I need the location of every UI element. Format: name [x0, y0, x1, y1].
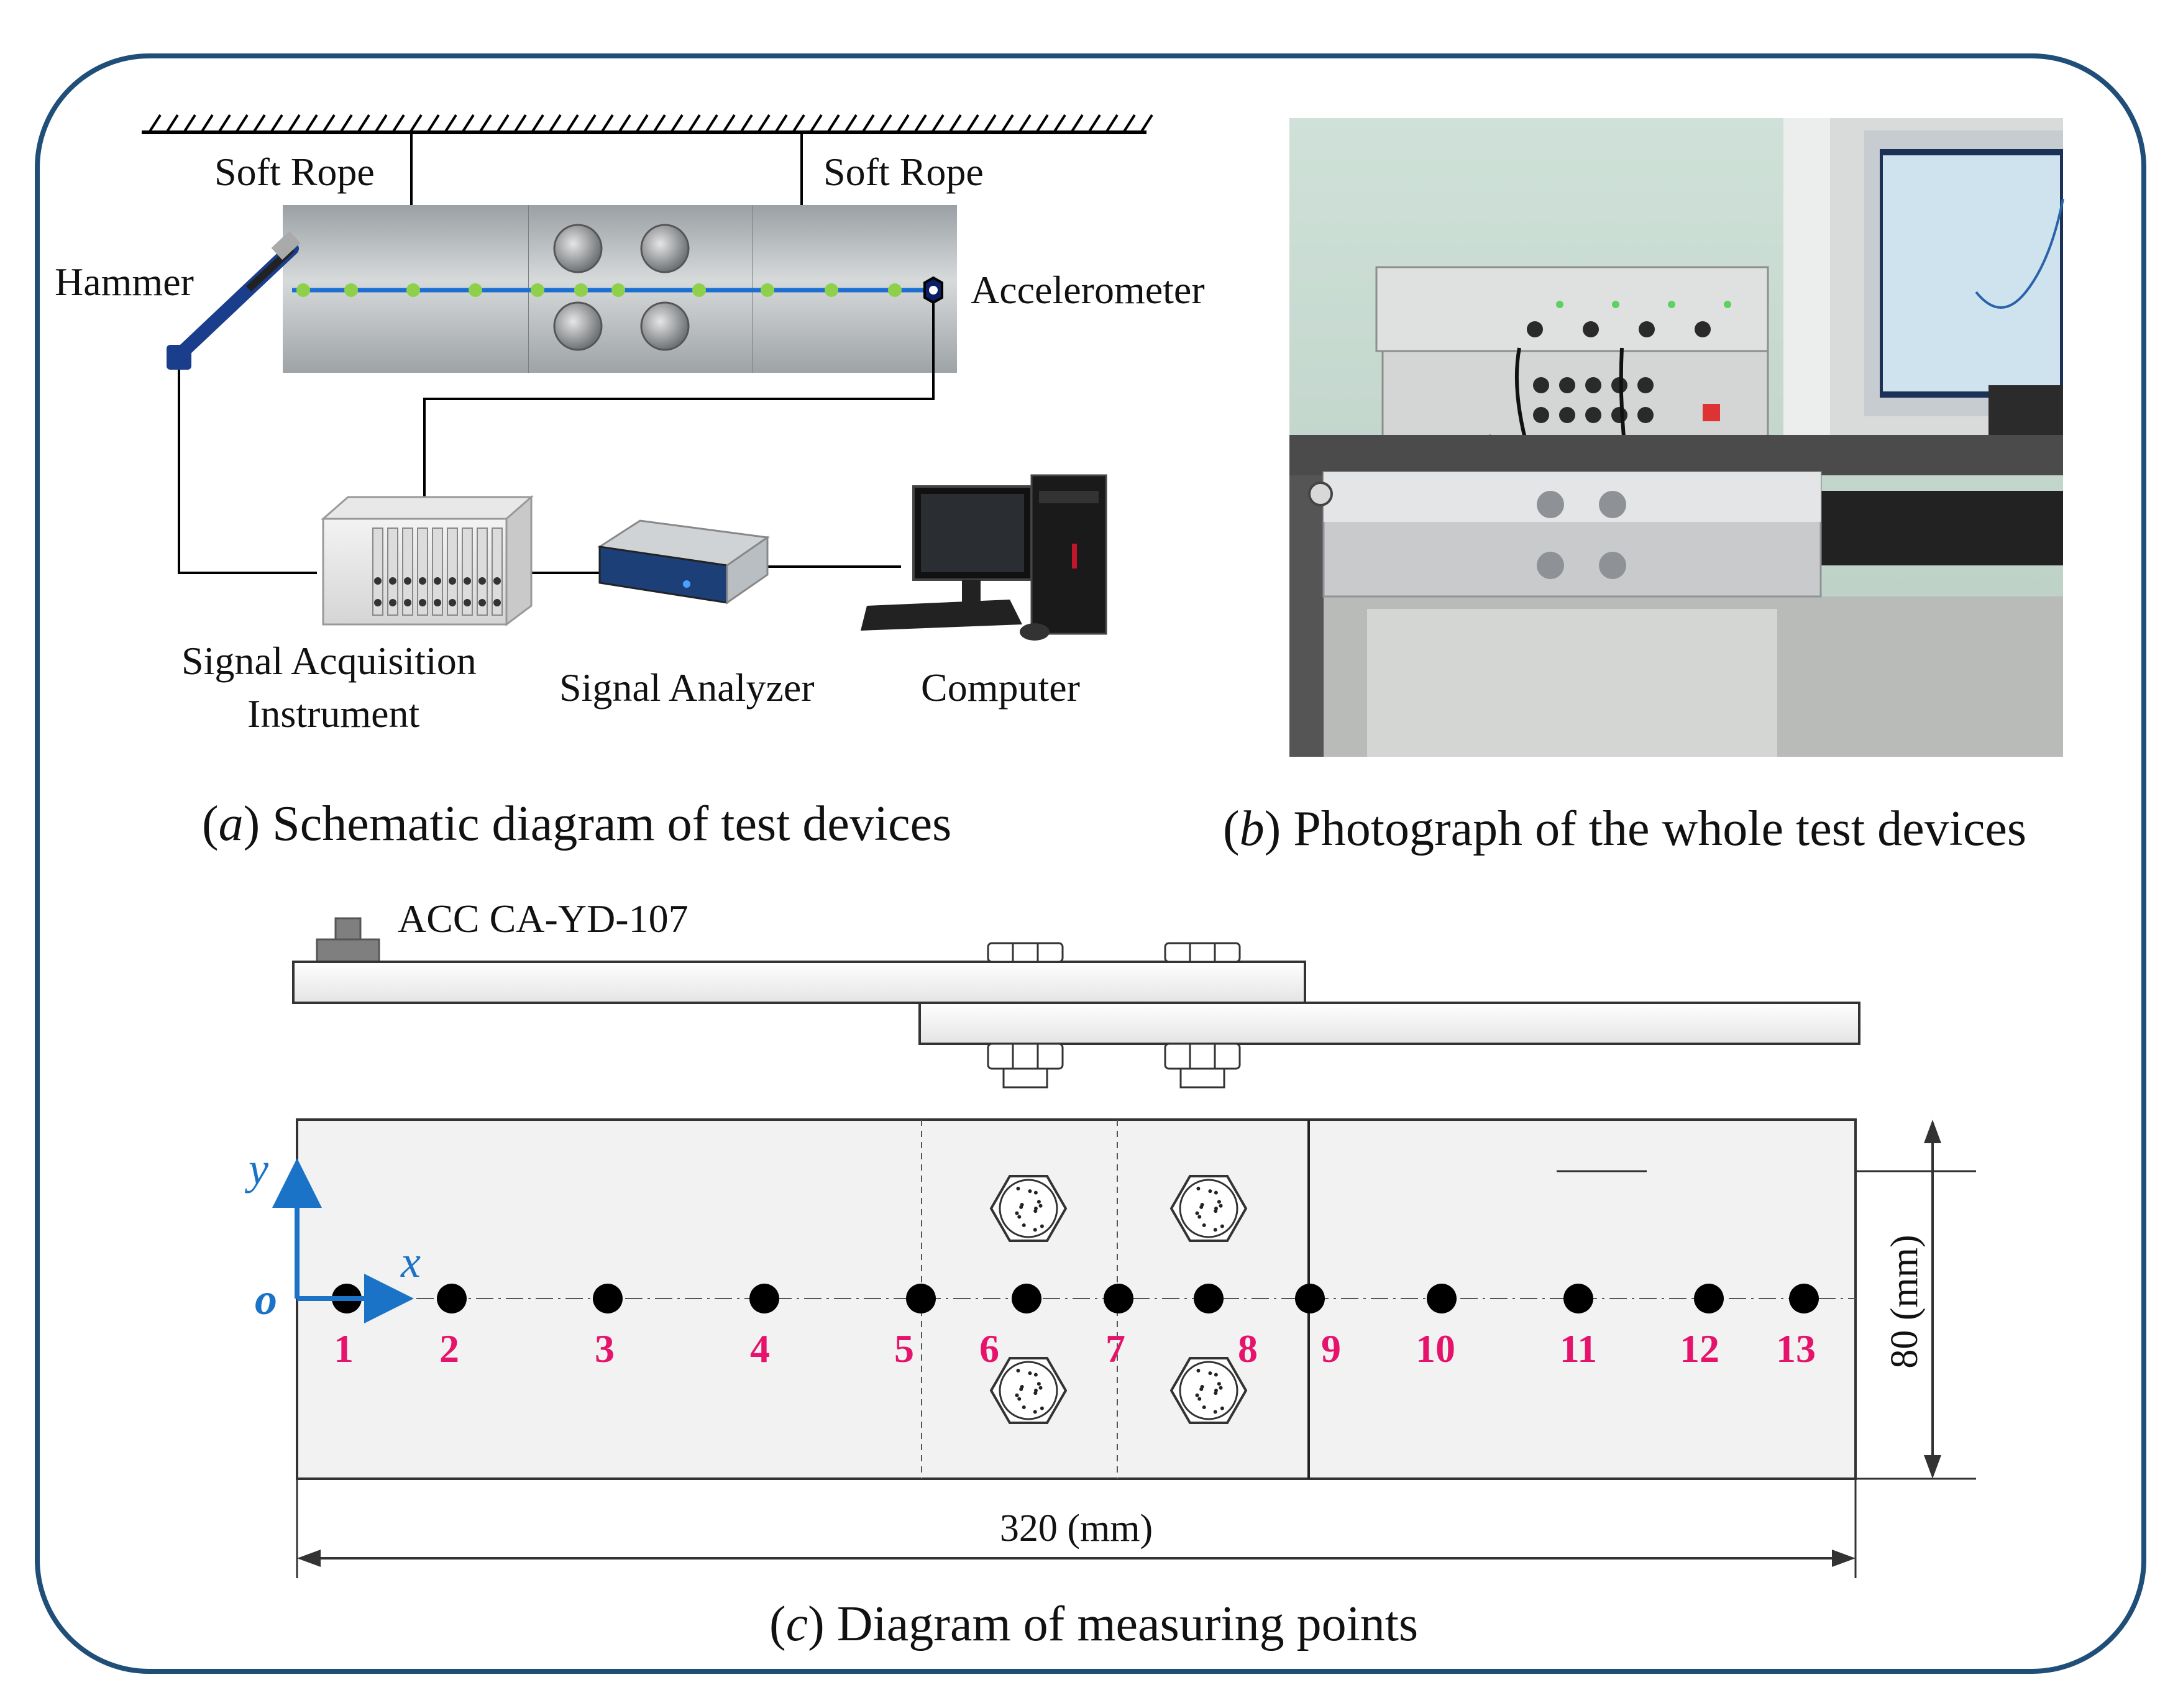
- measuring-point-label-6: 6: [979, 1327, 999, 1371]
- panel-b-photograph: (b) Photograph of the whole test devices: [1223, 118, 2064, 856]
- caption-c-text: Diagram of measuring points: [825, 1597, 1418, 1651]
- caption-a: (a) Schematic diagram of test devices: [202, 797, 951, 851]
- test-beam-plate: [283, 205, 957, 373]
- measuring-point-label-3: 3: [595, 1327, 615, 1371]
- photo-table: [1289, 435, 2063, 475]
- side-bolt-nut: [1164, 1043, 1241, 1070]
- coordinate-axes: y x o: [244, 1144, 421, 1324]
- measuring-point-label-11: 11: [1560, 1327, 1597, 1371]
- axis-y-label: y: [244, 1144, 268, 1194]
- axis-x-label: x: [400, 1237, 421, 1287]
- measuring-point-label-5: 5: [894, 1327, 914, 1371]
- measuring-point-9: [1295, 1284, 1325, 1313]
- measuring-point-label-10: 10: [1416, 1327, 1455, 1371]
- sensor-model-label: ACC CA-YD-107: [398, 897, 689, 941]
- plate-bolt-heads: [553, 224, 690, 351]
- width-dimension-label: 320 (mm): [1000, 1507, 1153, 1550]
- computer-icon: [861, 474, 1107, 641]
- analyzer-label: Signal Analyzer: [559, 665, 815, 710]
- side-bolt-head: [1164, 942, 1241, 963]
- lower-plate-side: [918, 1002, 1860, 1045]
- accelerometer-cable: [423, 303, 935, 547]
- side-view: ACC CA-YD-107: [292, 897, 1860, 1089]
- measuring-point-label-9: 9: [1321, 1327, 1341, 1371]
- plate-sensor-dot: [469, 283, 482, 297]
- plate-sensor-dot: [692, 283, 706, 297]
- side-bolts: [987, 942, 1241, 1089]
- caption-c: (c) Diagram of measuring points: [769, 1597, 1418, 1651]
- caption-b: (b) Photograph of the whole test devices: [1223, 801, 2026, 856]
- upper-plate-side: [292, 961, 1306, 1004]
- soft-rope-left-label: Soft Rope: [214, 150, 375, 194]
- measuring-point-label-7: 7: [1105, 1327, 1125, 1371]
- width-dimension: 320 (mm): [296, 1479, 1857, 1578]
- measuring-point-label-12: 12: [1680, 1327, 1719, 1371]
- measuring-point-12: [1694, 1284, 1724, 1313]
- side-bolt-head: [987, 942, 1064, 963]
- measuring-point-10: [1427, 1284, 1457, 1313]
- caption-c-letter: c: [786, 1597, 808, 1651]
- measuring-point-6: [1012, 1284, 1041, 1313]
- photo-instruments: [1375, 266, 1769, 498]
- plate-sensor-dot: [574, 283, 588, 297]
- accelerometer-block-top: [334, 917, 362, 941]
- measuring-point-4: [749, 1284, 779, 1313]
- plate-sensor-dot: [611, 283, 625, 297]
- accelerometer-icon: [923, 276, 943, 304]
- plate-sensor-dot: [761, 283, 774, 297]
- daq-label-line2: Instrument: [247, 692, 420, 736]
- plate-sensor-points: [296, 283, 902, 297]
- measuring-point-11: [1563, 1284, 1593, 1313]
- measuring-point-2: [437, 1284, 467, 1313]
- panel-a-schematic: Soft Rope Soft Rope Accelerometer: [55, 114, 1205, 851]
- accelerometer-block-base: [316, 938, 380, 963]
- photo-beam: [1308, 471, 1822, 598]
- plate-sensor-dot: [296, 283, 310, 297]
- measuring-point-label-4: 4: [750, 1327, 770, 1371]
- signal-acquisition-instrument-icon: [321, 495, 534, 626]
- hammer-label: Hammer: [55, 260, 194, 304]
- measuring-point-3: [593, 1284, 623, 1313]
- plate-sensor-dot: [531, 283, 544, 297]
- measuring-point-label-2: 2: [439, 1327, 459, 1371]
- computer-label: Computer: [921, 665, 1080, 710]
- signal-analyzer-icon: [597, 519, 771, 605]
- plate-sensor-dot: [344, 283, 358, 297]
- measuring-point-8: [1194, 1284, 1224, 1313]
- soft-rope-right-label: Soft Rope: [823, 150, 984, 194]
- caption-b-text: Photograph of the whole test devices: [1281, 801, 2026, 856]
- measuring-point-5: [906, 1284, 936, 1313]
- plate-sensor-dot: [406, 283, 420, 297]
- hammer-cable: [178, 370, 317, 574]
- height-dimension-label: 80 (mm): [1883, 1235, 1926, 1368]
- caption-b-letter: b: [1240, 801, 1265, 856]
- plate-sensor-dot: [825, 283, 838, 297]
- measuring-point-label-8: 8: [1238, 1327, 1258, 1371]
- caption-a-letter: a: [219, 797, 244, 851]
- measuring-point-label-13: 13: [1776, 1327, 1816, 1371]
- axis-origin-label: o: [255, 1274, 277, 1324]
- top-view-bolts: [989, 1175, 1248, 1424]
- hammer-icon: [167, 231, 301, 370]
- daq-label-line1: Signal Acquisition: [181, 639, 477, 683]
- measuring-point-13: [1789, 1284, 1819, 1313]
- height-dimension: 80 (mm): [1856, 1120, 1976, 1480]
- photo-monitor: [1783, 118, 2064, 441]
- accelerometer-label: Accelerometer: [971, 268, 1205, 312]
- measuring-point-label-1: 1: [334, 1327, 354, 1371]
- measuring-point-7: [1104, 1284, 1133, 1313]
- ceiling-support: [142, 114, 1153, 134]
- plate-sensor-dot: [888, 283, 902, 297]
- side-bolt-nut: [987, 1043, 1064, 1070]
- caption-a-text: Schematic diagram of test devices: [260, 797, 951, 851]
